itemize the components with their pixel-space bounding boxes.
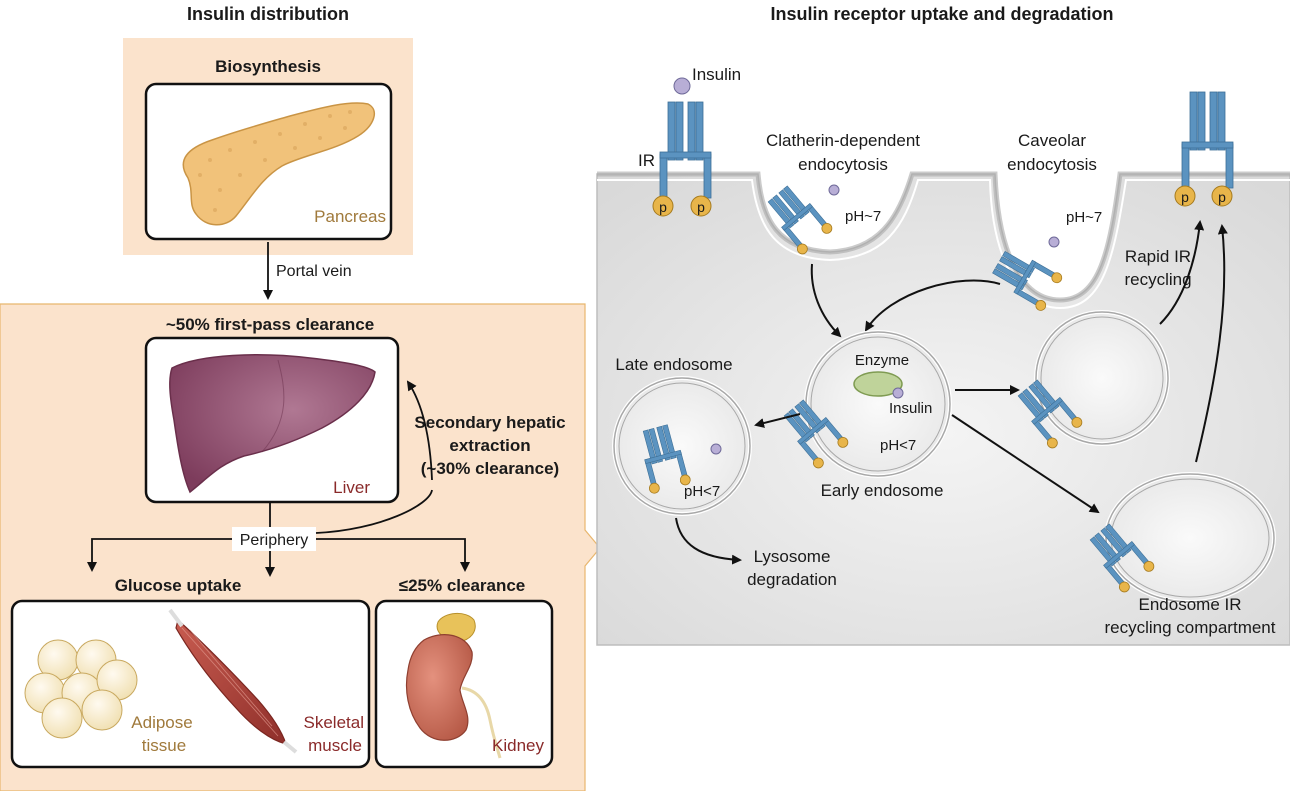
- kidney-clearance-label: ≤25% clearance: [399, 576, 526, 595]
- secondary-extraction-line2: extraction: [449, 436, 530, 455]
- left-panel-title: Insulin distribution: [187, 4, 349, 24]
- adipose-label-line2: tissue: [142, 736, 186, 755]
- late-endosome-label: Late endosome: [615, 355, 732, 374]
- muscle-label-line1: Skeletal: [304, 713, 364, 732]
- rapid-recycling-line1: Rapid IR: [1125, 247, 1191, 266]
- svg-text:p: p: [1181, 189, 1189, 205]
- ir-label: IR: [638, 151, 655, 170]
- muscle-label-line2: muscle: [308, 736, 362, 755]
- recycling-label-line1: Endosome IR: [1139, 595, 1242, 614]
- insulin-molecule-surface: [673, 77, 691, 95]
- insulin-molecule-endosome: [892, 387, 904, 399]
- pancreas-label: Pancreas: [314, 207, 386, 226]
- secondary-extraction-arrow: [315, 382, 433, 534]
- pancreas-texture: [198, 110, 352, 212]
- skeletal-muscle-organ: [168, 608, 298, 754]
- lysosome-label-line1: Lysosome: [754, 547, 831, 566]
- insulin-label: Insulin: [692, 65, 741, 84]
- phospho-sites-right: p p: [1174, 185, 1233, 207]
- insulin-molecule-clathrin: [828, 184, 840, 196]
- pancreas-organ: [182, 102, 376, 226]
- recycling-label-line2: recycling compartment: [1104, 618, 1275, 637]
- biosynthesis-label: Biosynthesis: [215, 57, 321, 76]
- caveolar-label-line1: Caveolar: [1018, 131, 1086, 150]
- adipose-organ: [24, 639, 138, 739]
- periphery-branch-left: [87, 538, 232, 572]
- caveolar-to-early-arrow: [864, 279, 1001, 332]
- ph-neutral-clathrin: pH~7: [845, 208, 881, 225]
- ph-acid-early: pH<7: [880, 437, 916, 454]
- first-pass-label: ~50% first-pass clearance: [166, 315, 374, 334]
- periphery-branch-right: [316, 538, 470, 572]
- liver-label: Liver: [333, 478, 370, 497]
- kidney-organ: [405, 634, 473, 741]
- ph-neutral-caveolar: pH~7: [1066, 209, 1102, 226]
- svg-text:p: p: [659, 199, 667, 215]
- enzyme-label: Enzyme: [855, 352, 909, 369]
- clathrin-label-line1: Clatherin-dependent: [766, 131, 920, 150]
- clathrin-to-early-arrow: [810, 263, 842, 338]
- adipose-label-line1: Adipose: [131, 713, 192, 732]
- svg-text:p: p: [1218, 189, 1226, 205]
- enzyme-shape: [853, 371, 903, 397]
- liver-lobe-line: [261, 359, 285, 453]
- portal-vein-label: Portal vein: [276, 263, 352, 280]
- rapid-recycling-line2: recycling: [1124, 270, 1191, 289]
- svg-text:p: p: [697, 199, 705, 215]
- recycling-to-membrane-arrow: [1195, 224, 1228, 463]
- periphery-box: [232, 527, 316, 551]
- kidney-label: Kidney: [492, 736, 544, 755]
- cell-membrane: [597, 171, 1290, 303]
- insulin-molecule-late: [710, 443, 722, 455]
- early-to-recycling-arrow: [951, 414, 1100, 514]
- clathrin-label-line2: endocytosis: [798, 155, 888, 174]
- liver-organ: [169, 354, 376, 494]
- ph-acid-late: pH<7: [684, 483, 720, 500]
- ureter: [461, 686, 502, 759]
- phospho-sites-left: p p: [652, 195, 712, 217]
- glucose-uptake-label: Glucose uptake: [115, 576, 242, 595]
- secondary-extraction-line1: Secondary hepatic: [414, 413, 565, 432]
- cell-membrane-inner: [597, 179, 1290, 310]
- early-to-late-arrow: [754, 413, 801, 428]
- rapid-to-membrane-arrow: [1159, 220, 1205, 325]
- late-to-lysosome-arrow: [675, 517, 742, 565]
- insulin-in-endosome-label: Insulin: [889, 400, 932, 417]
- lysosome-label-line2: degradation: [747, 570, 837, 589]
- periphery-label: Periphery: [240, 532, 308, 549]
- caveolar-label-line2: endocytosis: [1007, 155, 1097, 174]
- early-endosome-label: Early endosome: [821, 481, 944, 500]
- right-panel-title: Insulin receptor uptake and degradation: [770, 4, 1113, 24]
- insulin-molecule-caveolar: [1048, 236, 1060, 248]
- secondary-extraction-line3: (~30% clearance): [421, 459, 559, 478]
